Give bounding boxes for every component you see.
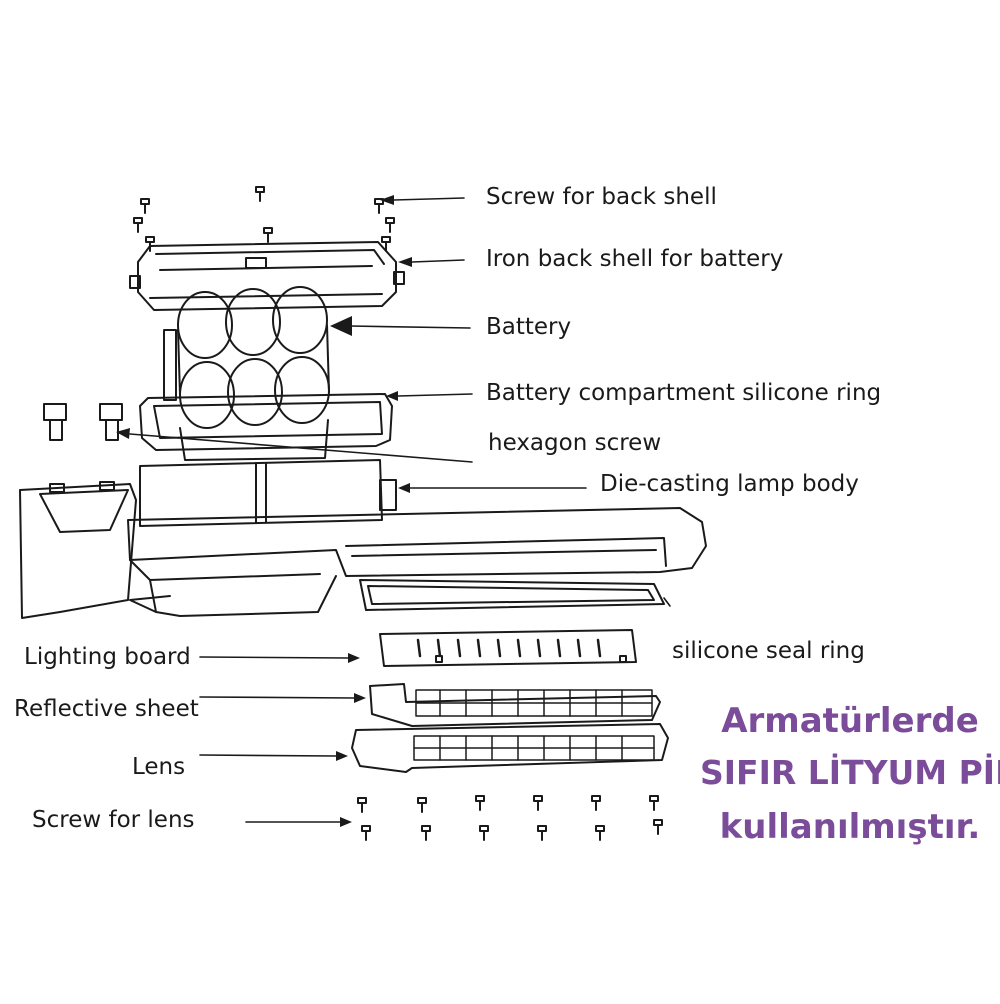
battery-silicone-ring: [139, 393, 393, 451]
silicone-seal-ring: [359, 579, 665, 611]
battery-pack: [163, 286, 330, 461]
lens: [351, 723, 669, 773]
label-battery-ring: Battery compartment silicone ring: [486, 380, 882, 406]
label-hexagon-screw: hexagon screw: [488, 430, 662, 456]
back-shell-screws: [133, 186, 395, 252]
label-seal-ring: silicone seal ring: [672, 638, 865, 664]
lens-screws: [357, 795, 663, 841]
label-lens: Lens: [132, 754, 186, 780]
hexagon-screws: [43, 403, 123, 441]
label-screw-lens: Screw for lens: [32, 807, 195, 833]
leader-lines: [116, 195, 671, 827]
lighting-board: [379, 629, 637, 667]
label-reflective-sheet: Reflective sheet: [14, 696, 199, 722]
label-lamp-body: Die-casting lamp body: [600, 471, 859, 497]
iron-back-shell: [129, 241, 405, 311]
label-screw-back-shell: Screw for back shell: [486, 184, 717, 210]
label-lighting-board: Lighting board: [24, 644, 191, 670]
notice-line-1: Armatürlerde: [721, 701, 979, 741]
reflective-sheet: [369, 683, 661, 727]
label-iron-back-shell: Iron back shell for battery: [486, 246, 784, 272]
notice-line-3: kullanılmıştır.: [719, 807, 981, 847]
lamp-body: [19, 459, 707, 619]
label-battery: Battery: [486, 314, 572, 340]
notice-line-2: SIFIR LİTYUM PİL: [700, 753, 1000, 792]
